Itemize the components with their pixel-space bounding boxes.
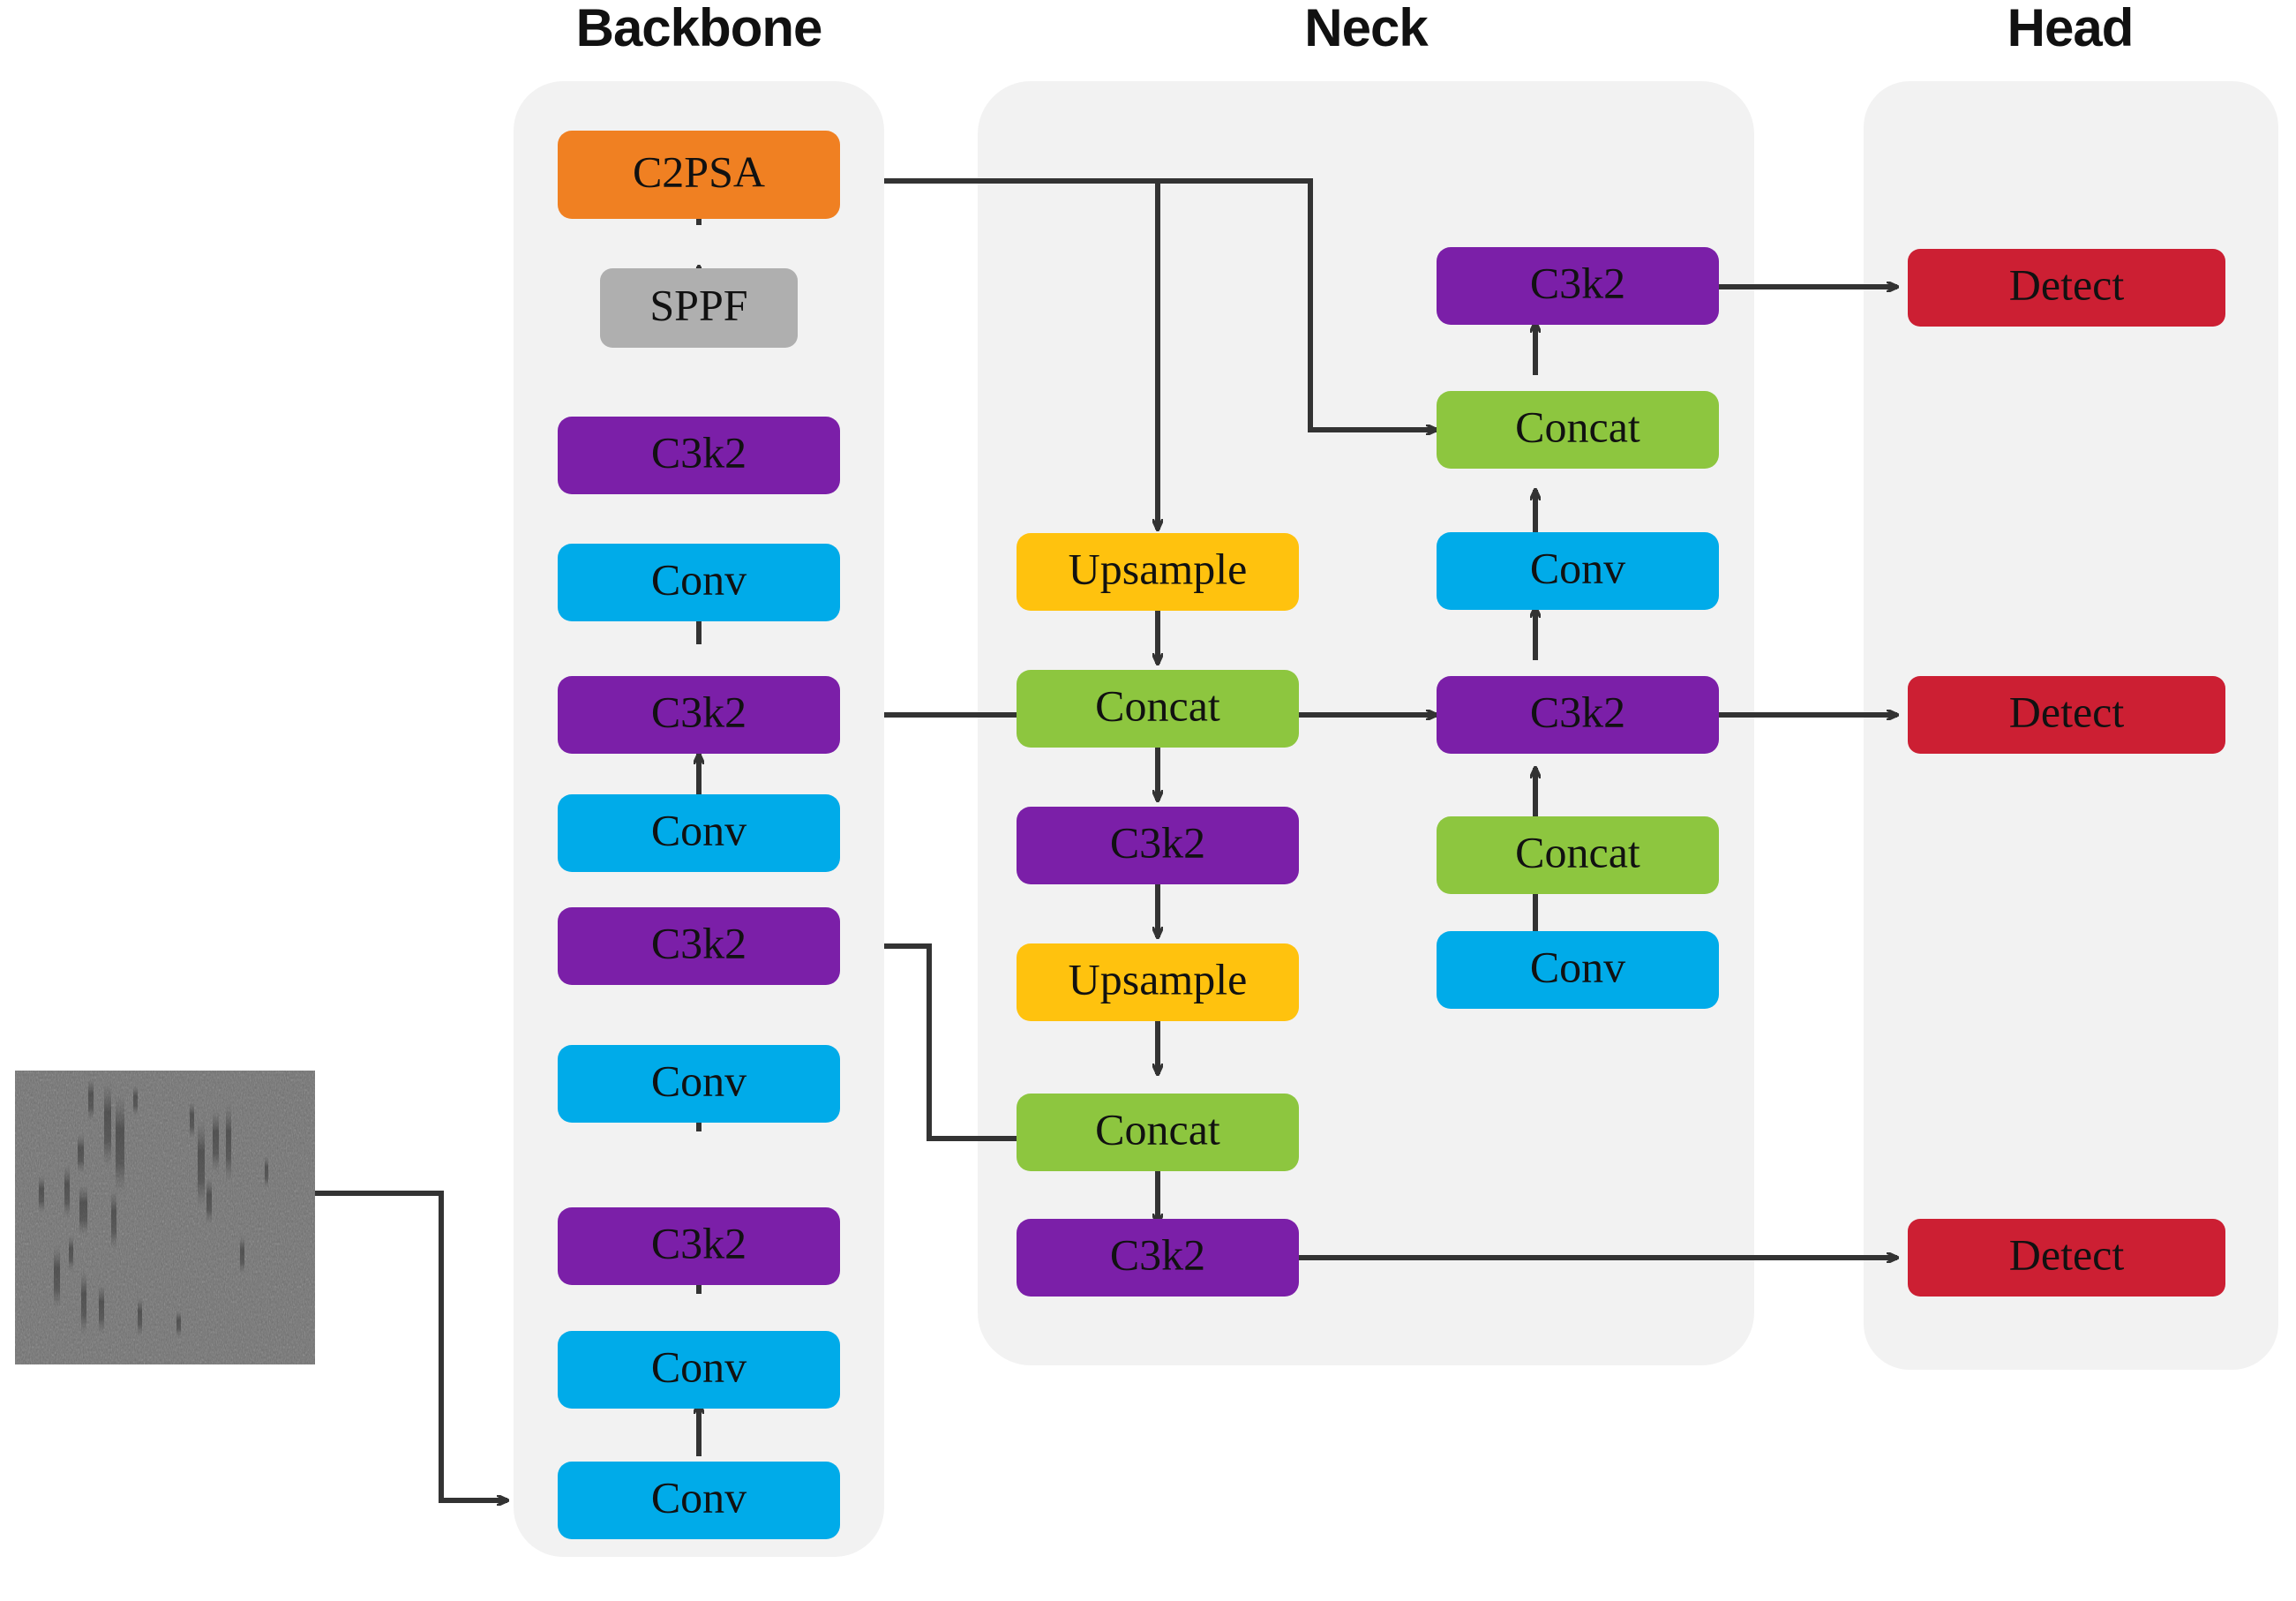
node-bb-conv-3[interactable]: Conv [558,794,840,872]
head-title: Head [2007,0,2134,57]
node-label: C3k2 [1530,258,1625,307]
node-label: Conv [1530,543,1625,592]
node-bb-conv-4[interactable]: Conv [558,544,840,621]
node-label: SPPF [649,280,747,329]
node-label: Conv [651,1056,747,1105]
node-nk-conv-1[interactable]: Conv [1437,532,1719,610]
node-label: C3k2 [1530,687,1625,736]
node-label: Conv [651,1472,747,1522]
edge-c2psa-branch [884,178,1437,530]
node-label: Detect [2009,259,2125,309]
node-label: C3k2 [651,427,747,477]
node-nk-concat-3[interactable]: Concat [1437,391,1719,469]
node-label: Upsample [1069,544,1248,593]
node-bb-conv-1b[interactable]: Conv [558,1331,840,1409]
node-label: C3k2 [651,687,747,736]
node-nk-c3k2-3[interactable]: C3k2 [1437,247,1719,325]
node-label: C3k2 [1110,1229,1205,1279]
node-label: Concat [1515,402,1640,451]
node-nk-conv-2[interactable]: Conv [1437,931,1719,1009]
node-nk-c3k2-2[interactable]: C3k2 [1017,1219,1299,1297]
node-label: Conv [1530,942,1625,991]
node-label: Detect [2009,687,2125,736]
node-nk-upsample-2[interactable]: Upsample [1017,943,1299,1021]
node-label: Conv [651,1342,747,1391]
node-label: C2PSA [633,147,765,196]
node-nk-concat-1[interactable]: Concat [1017,670,1299,748]
node-hd-detect-2[interactable]: Detect [1908,676,2225,754]
node-label: Conv [651,554,747,604]
backbone-title: Backbone [576,0,822,57]
node-bb-conv-1[interactable]: Conv [558,1462,840,1539]
node-label: Upsample [1069,954,1248,1003]
node-hd-detect-3[interactable]: Detect [1908,1219,2225,1297]
node-label: Concat [1095,680,1220,730]
edge-image-to-conv [315,1191,507,1500]
node-label: Conv [651,805,747,854]
node-label: C3k2 [651,1218,747,1267]
node-nk-concat-2[interactable]: Concat [1017,1094,1299,1171]
node-nk-upsample-1[interactable]: Upsample [1017,533,1299,611]
node-bb-c3k2-3[interactable]: C3k2 [558,676,840,754]
node-label: C3k2 [651,918,747,967]
node-hd-detect-1[interactable]: Detect [1908,249,2225,327]
node-nk-c3k2-1[interactable]: C3k2 [1017,807,1299,884]
node-bb-c2psa[interactable]: C2PSA [558,131,840,219]
node-nk-c3k2-4[interactable]: C3k2 [1437,676,1719,754]
node-bb-c3k2-2[interactable]: C3k2 [558,907,840,985]
node-nk-concat-4[interactable]: Concat [1437,816,1719,894]
node-bb-conv-2[interactable]: Conv [558,1045,840,1123]
neck-title: Neck [1304,0,1429,57]
node-label: C3k2 [1110,817,1205,867]
node-label: Concat [1515,827,1640,876]
edge-c3k2-to-concat2 [884,943,1041,1139]
node-bb-c3k2-4[interactable]: C3k2 [558,417,840,494]
input-image-thumbnail [15,1071,315,1364]
node-bb-c3k2-1[interactable]: C3k2 [558,1207,840,1285]
node-label: Detect [2009,1229,2125,1279]
node-bb-sppf[interactable]: SPPF [600,268,798,348]
node-label: Concat [1095,1104,1220,1154]
